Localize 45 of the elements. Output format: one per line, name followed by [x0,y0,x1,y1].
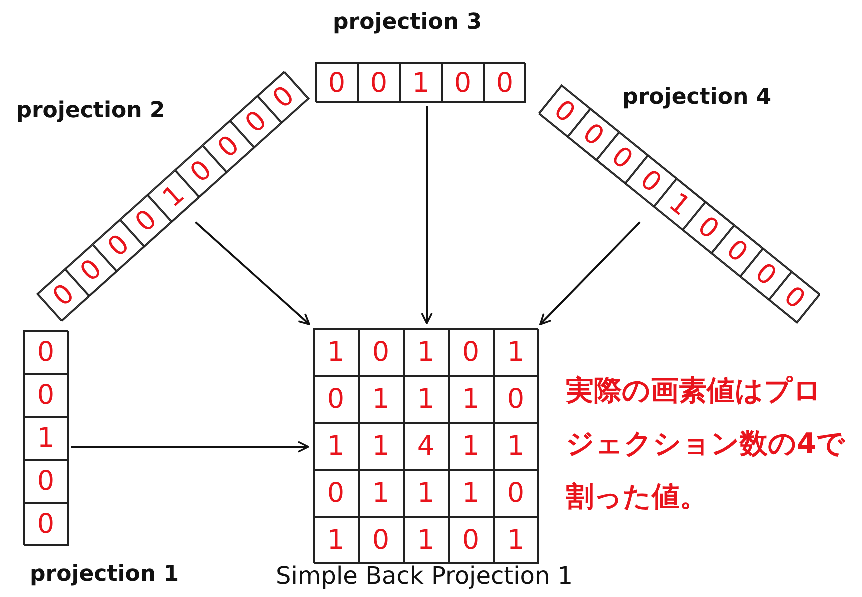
value-cell: 0 [484,63,526,103]
projection-label: projection 4 [622,84,772,110]
value-cell: 1 [358,470,404,516]
grid-caption: Simple Back Projection 1 [276,562,574,591]
note-text: 実際の画素値はプロジェクション数の4で割った値。 [566,373,846,515]
value-cell: 0 [24,330,68,374]
value-cell: 0 [494,376,538,422]
value-cell: 1 [358,376,404,422]
value-cell: 1 [494,516,538,564]
value-cell: 0 [494,470,538,516]
value-cell: 0 [448,516,494,564]
value-cell: 1 [494,328,538,376]
value-cell: 1 [400,63,442,103]
value-cell: 1 [448,422,494,470]
value-cell: 1 [404,328,448,376]
projection-label: projection 1 [30,562,180,588]
projection-label: projection 2 [15,98,164,124]
value-cell: 1 [314,516,358,564]
value-cell: 0 [24,460,68,502]
arrow [421,106,433,324]
value-cell: 0 [314,376,358,422]
value-cell: 0 [24,502,68,546]
value-cell: 1 [448,376,494,422]
value-cell: 1 [404,470,448,516]
value-cell: 0 [316,63,358,103]
arrow [195,222,310,326]
value-cell: 1 [314,328,358,376]
value-cell: 1 [404,376,448,422]
value-cell: 1 [494,422,538,470]
value-cell: 0 [448,328,494,376]
value-cell: 0 [24,374,68,416]
value-cell: 1 [448,470,494,516]
value-cell: 0 [358,328,404,376]
value-cell: 1 [314,422,358,470]
value-cell: 0 [358,63,400,103]
value-cell: 1 [358,422,404,470]
value-cell: 0 [442,63,484,103]
projection-label: projection 3 [333,10,482,36]
value-cell: 1 [404,516,448,564]
value-cell: 1 [24,416,68,460]
value-cell: 4 [404,422,448,470]
value-cell: 0 [358,516,404,564]
arrow [540,222,641,326]
arrow [72,441,310,453]
value-cell: 0 [314,470,358,516]
